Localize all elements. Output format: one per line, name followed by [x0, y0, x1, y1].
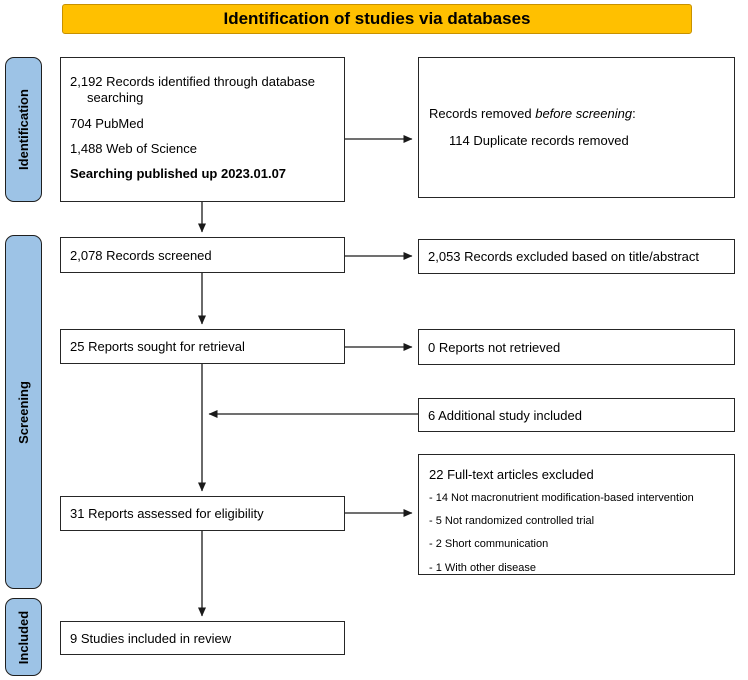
box-reports-sought: 25 Reports sought for retrieval — [60, 329, 345, 364]
web-of-science-count: 1,488 Web of Science — [70, 140, 197, 156]
stage-included-text: Included — [16, 610, 32, 664]
stage-label-identification: Identification — [5, 57, 42, 202]
reports-sought-text: 25 Reports sought for retrieval — [70, 339, 245, 354]
studies-included-text: 9 Studies included in review — [70, 630, 232, 646]
search-date-note: Searching published up 2023.01.07 — [70, 166, 287, 181]
box-records-identified: 2,192 Records identified through databas… — [60, 57, 345, 202]
box-records-excluded: 2,053 Records excluded based on title/ab… — [418, 239, 735, 274]
fulltext-excluded-reason: - 1 With other disease — [429, 561, 536, 574]
box-fulltext-excluded: 22 Full-text articles excluded - 14 Not … — [418, 454, 735, 575]
duplicates-removed-line: 114 Duplicate records removed — [449, 132, 629, 148]
diagram-title: Identification of studies via databases — [223, 9, 531, 28]
diagram-title-banner: Identification of studies via databases — [62, 4, 692, 34]
pubmed-count: 704 PubMed — [70, 115, 144, 131]
box-records-screened: 2,078 Records screened — [60, 237, 345, 273]
stage-identification-text: Identification — [16, 89, 32, 170]
fulltext-excluded-reason: - 2 Short communication — [429, 538, 549, 551]
box-reports-not-retrieved: 0 Reports not retrieved — [418, 329, 735, 365]
fulltext-excluded-reason: - 14 Not macronutrient modification-base… — [429, 492, 694, 504]
reports-not-retrieved-text: 0 Reports not retrieved — [428, 339, 561, 355]
before-screening-italic: before screening — [535, 106, 633, 122]
records-identified-line: 2,192 Records identified through databas… — [70, 74, 316, 106]
additional-study-text: 6 Additional study included — [428, 407, 582, 423]
fulltext-excluded-reason: - 5 Not randomized controlled trial — [429, 515, 595, 528]
fulltext-excluded-heading: 22 Full-text articles excluded — [429, 467, 594, 482]
stage-label-screening: Screening — [5, 235, 42, 589]
records-excluded-text: 2,053 Records excluded based on title/ab… — [428, 249, 700, 264]
reports-assessed-text: 31 Reports assessed for eligibility — [70, 506, 264, 521]
box-studies-included: 9 Studies included in review — [60, 621, 345, 655]
records-screened-text: 2,078 Records screened — [70, 247, 212, 263]
records-removed-heading: Records removed before screening: — [429, 106, 636, 122]
box-records-removed: Records removed before screening: 114 Du… — [418, 57, 735, 198]
box-additional-study: 6 Additional study included — [418, 398, 735, 432]
stage-screening-text: Screening — [16, 380, 32, 444]
stage-label-included: Included — [5, 598, 42, 676]
box-reports-assessed: 31 Reports assessed for eligibility — [60, 496, 345, 531]
